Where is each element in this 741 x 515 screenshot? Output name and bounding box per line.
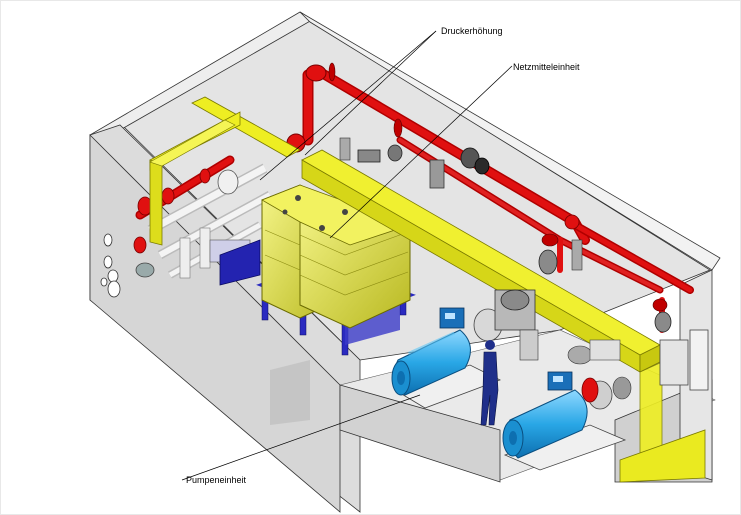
red-flange <box>564 214 580 230</box>
red-flange <box>133 236 147 254</box>
tank-nozzle <box>295 195 301 201</box>
label-druckerhoehung: Druckerhöhung <box>441 26 503 36</box>
red-fittings <box>133 62 668 312</box>
motor-fins <box>408 331 455 355</box>
red-flange <box>652 298 668 312</box>
duct-top-arm <box>191 96 301 158</box>
person-figure <box>480 340 499 426</box>
valve-body <box>571 239 583 271</box>
wall-opening <box>103 255 113 269</box>
yellow-duct-left <box>149 96 301 246</box>
left-pipe-cluster <box>135 163 273 279</box>
red-flange <box>161 187 175 205</box>
label-netzmitteleinheit: Netzmitteleinheit <box>513 62 580 72</box>
valve <box>460 147 480 169</box>
red-flange <box>393 118 403 138</box>
yellow-tanks <box>261 184 412 329</box>
label-pumpeneinheit: Pumpeneinheit <box>186 475 247 485</box>
red-flange <box>328 62 336 82</box>
tank-nozzle <box>319 225 325 231</box>
red-flange <box>581 377 599 403</box>
valve <box>474 157 490 175</box>
grey-fitting <box>135 262 155 278</box>
leader-lines <box>181 30 513 481</box>
wall-opening <box>100 277 108 287</box>
leader-line-pumpe <box>181 394 421 481</box>
red-elbow <box>305 64 327 82</box>
tank-nozzle <box>282 209 288 215</box>
person-head <box>485 340 495 350</box>
floor-shade <box>270 360 310 425</box>
red-flange <box>199 168 211 184</box>
leader-line-druck-2 <box>259 30 437 181</box>
leader-line-netz <box>329 65 513 239</box>
pump-unit-1 <box>391 297 528 409</box>
valve <box>654 311 672 333</box>
wall-opening <box>107 269 119 283</box>
pump-unit-2 <box>502 371 632 471</box>
valves <box>339 137 672 333</box>
wall-opening <box>107 280 121 298</box>
red-flange <box>541 233 559 247</box>
wall-openings <box>100 233 121 298</box>
tank-nozzle <box>342 209 348 215</box>
valve <box>538 249 558 275</box>
leader-line-druck <box>304 30 437 156</box>
yellow-duct-main <box>301 149 706 483</box>
pipe-support <box>339 137 351 161</box>
valve <box>387 144 403 162</box>
valve-body <box>357 149 381 163</box>
duct-vertical <box>149 159 163 246</box>
wall-opening <box>103 233 113 247</box>
person-body <box>480 351 499 426</box>
valve-body <box>429 159 445 189</box>
network-unit-equipment <box>494 289 709 391</box>
